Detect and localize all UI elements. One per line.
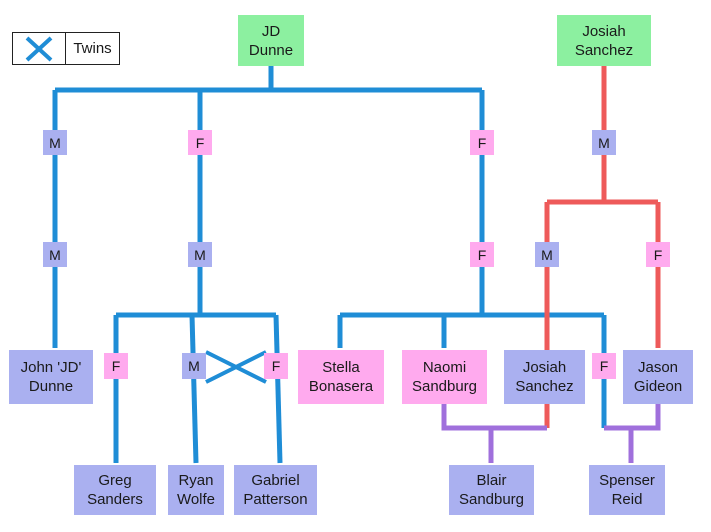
node-f7: F bbox=[592, 353, 616, 379]
node-gabriel-patterson: Gabriel Patterson bbox=[234, 465, 317, 515]
node-f2: F bbox=[470, 130, 494, 155]
legend: Twins bbox=[12, 32, 120, 65]
legend-icon-cell bbox=[13, 33, 66, 64]
node-f5: F bbox=[104, 353, 128, 379]
line-to-gabriel bbox=[273, 314, 283, 464]
node-naomi-sandburg: Naomi Sandburg bbox=[402, 350, 487, 404]
legend-label: Twins bbox=[73, 40, 112, 57]
node-m6: M bbox=[182, 353, 206, 379]
node-m3: M bbox=[43, 242, 67, 267]
node-john-jd-dunne: John 'JD' Dunne bbox=[9, 350, 93, 404]
node-josiah-sanchez-root: Josiah Sanchez bbox=[557, 15, 651, 66]
node-m4: M bbox=[188, 242, 212, 267]
line-to-ryan bbox=[189, 314, 199, 464]
node-f4: F bbox=[646, 242, 670, 267]
node-blair-sandburg: Blair Sandburg bbox=[449, 465, 534, 515]
node-m1: M bbox=[43, 130, 67, 155]
node-m5: M bbox=[535, 242, 559, 267]
node-josiah-sanchez: Josiah Sanchez bbox=[504, 350, 585, 404]
node-greg-sanders: Greg Sanders bbox=[74, 465, 156, 515]
node-jason-gideon: Jason Gideon bbox=[623, 350, 693, 404]
line-f7-jason-marriage bbox=[604, 404, 661, 431]
line-naomi-josiah-marriage bbox=[441, 404, 547, 431]
node-f3: F bbox=[470, 242, 494, 267]
node-jd-dunne-root: JD Dunne bbox=[238, 15, 304, 66]
node-ryan-wolfe: Ryan Wolfe bbox=[168, 465, 224, 515]
twins-cross-icon bbox=[25, 36, 53, 61]
node-f1: F bbox=[188, 130, 212, 155]
node-stella-bonasera: Stella Bonasera bbox=[298, 350, 384, 404]
node-m2: M bbox=[592, 130, 616, 155]
twins-cross-line-b bbox=[205, 350, 267, 384]
node-spenser-reid: Spenser Reid bbox=[589, 465, 665, 515]
node-f6: F bbox=[264, 353, 288, 379]
